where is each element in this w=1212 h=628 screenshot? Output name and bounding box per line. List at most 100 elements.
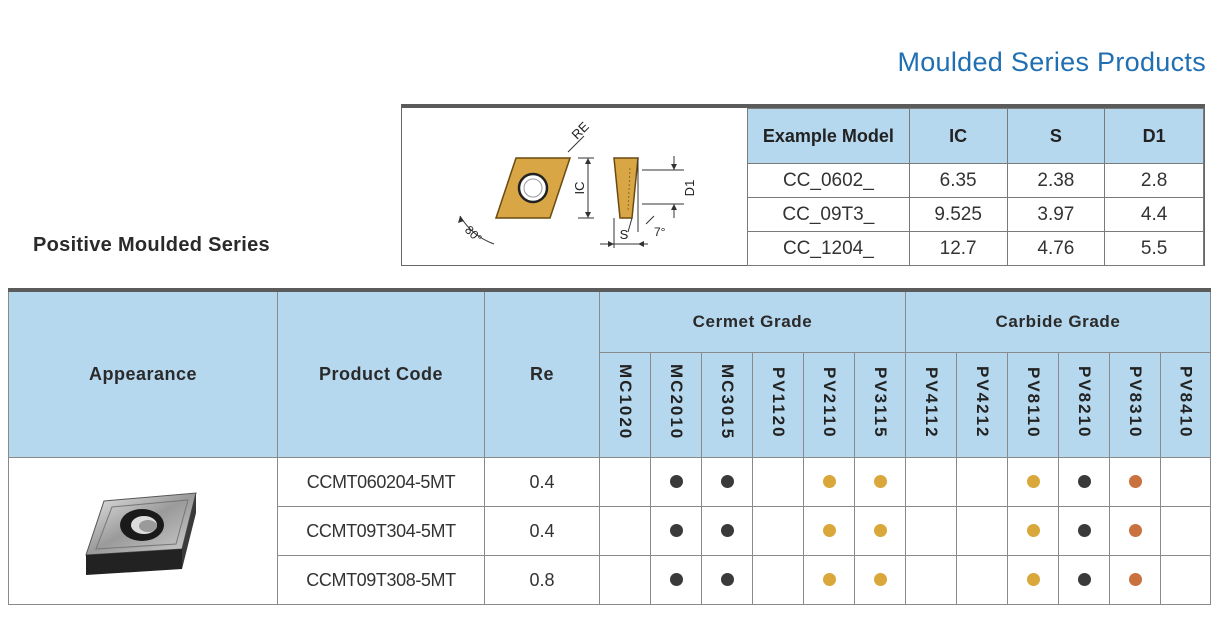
grade-availability-cell: [650, 506, 702, 556]
re-value: 0.4: [484, 506, 600, 556]
grade-header: PV1120: [752, 352, 804, 458]
spec-row: CC_0602_ 6.35 2.38 2.8: [747, 163, 1204, 198]
grade-availability-cell: [1109, 457, 1161, 507]
black-dot-icon: [1077, 572, 1091, 586]
grade-availability-cell: [854, 457, 906, 507]
grade-availability-cell: [752, 555, 804, 605]
series-title: Positive Moulded Series: [33, 234, 270, 256]
page-title: Moulded Series Products: [897, 47, 1206, 77]
spec-cell: 4.4: [1104, 197, 1204, 232]
re-value: 0.4: [484, 457, 600, 507]
black-dot-icon: [669, 572, 683, 586]
spec-cell: 3.97: [1006, 197, 1106, 232]
product-table: Appearance Product Code Re Cermet Grade …: [8, 288, 1211, 605]
black-dot-icon: [1077, 474, 1091, 488]
grade-availability-cell: [599, 506, 651, 556]
spec-cell: CC_0602_: [747, 163, 910, 198]
grade-availability-cell: [1160, 506, 1211, 556]
black-dot-icon: [720, 474, 734, 488]
grade-availability-cell: [854, 506, 906, 556]
grade-availability-cell: [905, 555, 957, 605]
product-row: CCMT09T304-5MT 0.4: [9, 506, 1211, 556]
spec-header-s: S: [1006, 108, 1106, 164]
re-value: 0.8: [484, 555, 600, 605]
grade-header: MC2010: [650, 352, 702, 458]
spec-cell: CC_09T3_: [747, 197, 910, 232]
spec-header-model: Example Model: [747, 108, 910, 164]
black-dot-icon: [720, 523, 734, 537]
grade-availability-cell: [599, 457, 651, 507]
grade-header: MC1020: [599, 352, 651, 458]
grade-header: PV8110: [1007, 352, 1059, 458]
black-dot-icon: [669, 523, 683, 537]
grade-availability-cell: [1007, 555, 1059, 605]
insert-side-shape: [613, 157, 639, 219]
header-re: Re: [484, 289, 600, 458]
grade-availability-cell: [1160, 457, 1211, 507]
grade-availability-cell: [701, 555, 753, 605]
spec-row: CC_1204_ 12.7 4.76 5.5: [747, 231, 1204, 266]
insert-dimension-diagram: IC RE 80° D1 7° S: [458, 119, 697, 248]
grade-availability-cell: [599, 555, 651, 605]
gold-dot-icon: [873, 474, 887, 488]
grade-availability-cell: [701, 506, 753, 556]
s-label: S: [620, 227, 629, 242]
grade-availability-cell: [803, 506, 855, 556]
gold-dot-icon: [873, 572, 887, 586]
grade-availability-cell: [1007, 506, 1059, 556]
grade-availability-cell: [905, 506, 957, 556]
gold-dot-icon: [1026, 474, 1040, 488]
angle-7-label: 7°: [654, 225, 666, 239]
grade-availability-cell: [1058, 457, 1110, 507]
header-product-code: Product Code: [277, 289, 485, 458]
copper-dot-icon: [1128, 523, 1142, 537]
gold-dot-icon: [822, 572, 836, 586]
grade-header: PV4112: [905, 352, 957, 458]
grade-availability-cell: [905, 457, 957, 507]
grade-availability-cell: [803, 457, 855, 507]
grade-header: PV8210: [1058, 352, 1110, 458]
spec-table: Example Model IC S D1 CC_0602_ 6.35 2.38…: [747, 108, 1204, 266]
copper-dot-icon: [1128, 572, 1142, 586]
product-code: CCMT09T304-5MT: [277, 506, 485, 556]
spec-cell: 4.76: [1006, 231, 1106, 266]
grade-availability-cell: [1160, 555, 1211, 605]
grade-availability-cell: [1109, 506, 1161, 556]
spec-row: CC_09T3_ 9.525 3.97 4.4: [747, 197, 1204, 232]
grade-header: PV2110: [803, 352, 855, 458]
spec-box: IC RE 80° D1 7° S Example Mo: [401, 104, 1205, 266]
spec-header-ic: IC: [908, 108, 1008, 164]
spec-cell: 12.7: [908, 231, 1008, 266]
product-row: CCMT09T308-5MT 0.8: [9, 555, 1211, 605]
black-dot-icon: [669, 474, 683, 488]
grade-availability-cell: [854, 555, 906, 605]
grade-availability-cell: [1007, 457, 1059, 507]
grade-header: MC3015: [701, 352, 753, 458]
grade-availability-cell: [956, 506, 1008, 556]
spec-cell: CC_1204_: [747, 231, 910, 266]
spec-cell: 5.5: [1104, 231, 1204, 266]
gold-dot-icon: [1026, 572, 1040, 586]
spec-header-d1: D1: [1104, 108, 1204, 164]
black-dot-icon: [720, 572, 734, 586]
gold-dot-icon: [822, 523, 836, 537]
spec-cell: 9.525: [908, 197, 1008, 232]
product-code: CCMT060204-5MT: [277, 457, 485, 507]
grade-availability-cell: [701, 457, 753, 507]
copper-dot-icon: [1128, 474, 1142, 488]
angle-80-label: 80°: [462, 223, 485, 246]
grade-header: PV4212: [956, 352, 1008, 458]
grade-availability-cell: [956, 555, 1008, 605]
gold-dot-icon: [1026, 523, 1040, 537]
header-carbide-grade: Carbide Grade: [905, 289, 1211, 353]
grade-availability-cell: [956, 457, 1008, 507]
spec-cell: 2.8: [1104, 163, 1204, 198]
gold-dot-icon: [873, 523, 887, 537]
product-code: CCMT09T308-5MT: [277, 555, 485, 605]
grade-header: PV8310: [1109, 352, 1161, 458]
grade-availability-cell: [752, 506, 804, 556]
grade-availability-cell: [803, 555, 855, 605]
grade-availability-cell: [1058, 506, 1110, 556]
d1-label: D1: [682, 180, 697, 197]
black-dot-icon: [1077, 523, 1091, 537]
